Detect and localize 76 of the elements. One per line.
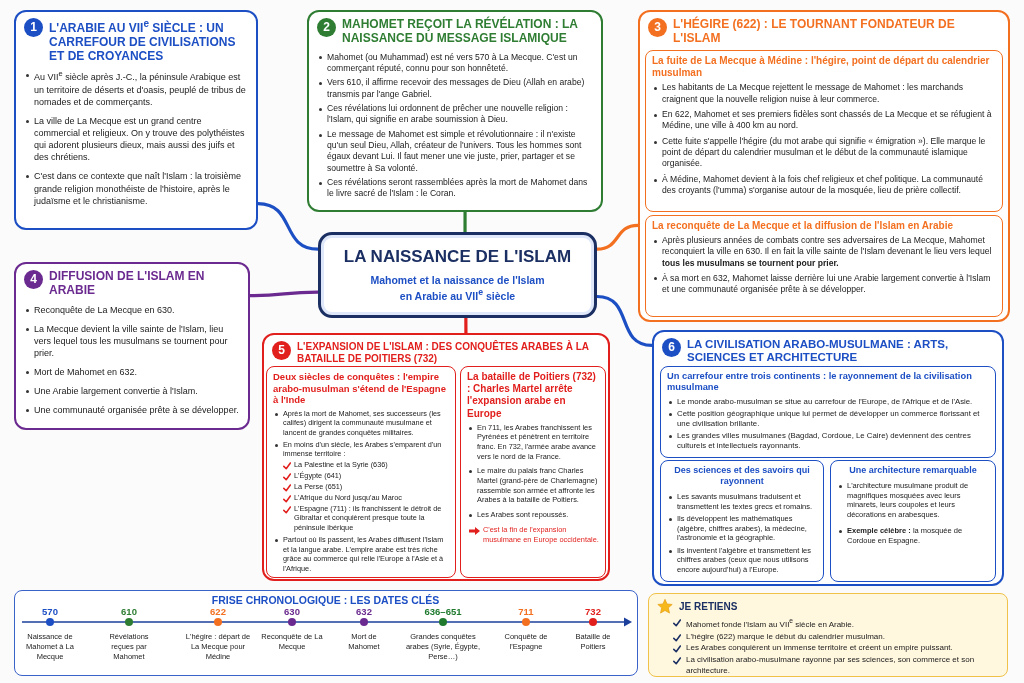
timeline-date: 610: [120, 606, 138, 617]
subsection-heading: Des sciences et des savoirs qui rayonnent: [673, 465, 811, 487]
summary-item: Mahomet fonde l'Islam au VII$^{e}$ siècle en Arabie.: [686, 617, 854, 631]
subsection-box: [830, 460, 996, 582]
section-box: [638, 10, 1010, 322]
section-number: 4: [24, 270, 43, 289]
subsection-heading: Une architecture remarquable: [848, 465, 978, 476]
section-heading: DIFFUSION DE L'ISLAM EN ARABIE: [49, 270, 206, 298]
bullet-text: Les habitants de La Mecque rejettent le message de Mahomet : les marchands craignent que la nouvelle religion nuise à leur commerce.: [652, 82, 996, 105]
section-number: 3: [648, 18, 667, 37]
bullet-text: À Médine, Mahomet devient à la fois chef religieux et chef politique. La communauté des croyants (l'umma) s'organise autour de la mosquée, lieu de prière collectif.: [652, 174, 996, 197]
subsection-box: [645, 215, 1003, 317]
connector-line: [595, 294, 654, 347]
timeline-date: 570: [41, 606, 59, 617]
bullet-text: Cette fuite s'appelle l'hégire (du mot arabe qui signifie « émigration »). Elle marque le point de départ du calendrier musulman et le début de la communauté islamique organisée.: [652, 136, 996, 170]
timeline-date: 711: [517, 606, 535, 617]
bullet-text: Ces révélations seront rassemblées après la mort de Mahomet dans le livre sacré de l'Islam : le Coran.: [317, 177, 593, 200]
section-box: [307, 10, 603, 212]
subtitle: Mahomet et la naissance de l'Islam en Arabie au VII$^{e}$ siècle: [369, 273, 546, 303]
timeline-title: FRISE CHRONOLOGIQUE : LES DATES CLÉS: [210, 594, 441, 606]
timeline-date: 636–651: [423, 606, 463, 617]
timeline-date: 622: [209, 606, 227, 617]
subsection-heading: La bataille de Poitiers (732) : Charles Martel arrête l'expansion arabe en Europe: [467, 371, 597, 420]
connector-line: [595, 223, 640, 251]
section-number: 6: [662, 338, 681, 357]
bullet-text: Le message de Mahomet est simple et révolutionnaire : il n'existe qu'un seul Dieu, Allah, créateur de l'univers. Tous les hommes sont égaux devant Lui. Il faut mener une vie juste, prier, partager et se soumettre à Sa volonté.: [317, 129, 593, 174]
bullet-text: À sa mort en 632, Mahomet laisse derrière lui une Arabie largement convertie à l'Islam et une communauté organisée prête à se développer.: [652, 272, 996, 296]
section-box: [652, 330, 1004, 586]
bullet-text: En 622, Mahomet et ses premiers fidèles sont chassés de La Mecque et se réfugient à Médine, une ville à 400 km au nord.: [652, 109, 996, 132]
summary-item: L'hégire (622) marque le début du calendrier musulman.: [686, 631, 885, 642]
section-number: 1: [24, 18, 43, 37]
summary-item: Les Arabes conquièrent un immense territoire et créent un empire puissant.: [686, 643, 953, 654]
subsection-box: [645, 50, 1003, 212]
title-box: [318, 232, 597, 318]
subsection-box: [266, 366, 456, 578]
section-heading: L'EXPANSION DE L'ISLAM : DES CONQUÊTES ARABES À LA BATAILLE DE POITIERS (732): [297, 341, 590, 364]
bullet-text: La Mecque devient la ville sainte de l'Islam, lieu vers lequel tous les musulmans se tournent pour prier.: [24, 322, 240, 360]
bullet-text: La ville de La Mecque est un grand centre commercial et religieux. On y trouve des polythéistes qui adorent plusieurs dieux, mais aussi des juifs et des chrétiens.: [24, 114, 248, 164]
bullet-text: Au VII$^{e}$ siècle après J.-C., la péninsule Arabique est un territoire de déserts et d'oasis, peuplé de tribus de nomades et de commerçants.: [24, 69, 248, 108]
section-box: [262, 333, 610, 581]
summary-box: [648, 593, 1008, 677]
subsection-box: [460, 366, 606, 578]
bullet-text: Une Arabie largement convertie à l'Islam.: [24, 385, 240, 398]
subsection-box: [660, 366, 996, 458]
subsection-heading: Un carrefour entre trois continents : le rayonnement de la civilisation musulmane: [667, 371, 973, 394]
bullet-text: C'est dans ce contexte que naît l'Islam : la troisième grande religion monothéiste de l'histoire, après le judaïsme et le christianisme.: [24, 170, 248, 207]
section-heading: L'ARABIE AU VII$^{e}$ SIÈCLE : UN CARREFOUR DE CIVILISATIONS ET DE CROYANCES: [49, 18, 237, 64]
section-box: [14, 262, 250, 430]
timeline-date: 630: [283, 606, 301, 617]
section-number: 5: [272, 341, 291, 360]
bullet-text: Après plusieurs années de combats contre ses adversaires de La Mecque, Mahomet reconquiert la ville en 630. Il en fait la ville sainte de l'Islam devenant le lieu vers lequel tous les musulmans se tournent pour prier.: [652, 235, 996, 269]
connector-line: [463, 210, 467, 234]
timeline-date: 732: [584, 606, 602, 617]
subsection-heading: La reconquête de La Mecque et la diffusion de l'Islam en Arabie: [652, 220, 954, 233]
bullet-text: Vers 610, il affirme recevoir des messages de Dieu (Allah en arabe) transmis par l'ange Gabriel.: [317, 77, 593, 100]
summary-item: La civilisation arabo-musulmane rayonne par ses sciences, son commerce et son architecture.: [686, 655, 976, 677]
connector-line: [464, 316, 468, 335]
section-box: [14, 10, 258, 230]
section-heading: L'HÉGIRE (622) : LE TOURNANT FONDATEUR DE L'ISLAM: [673, 18, 956, 46]
summary-heading: JE RETIENS: [679, 601, 738, 612]
subsection-box: [660, 460, 824, 582]
bullet-text: Mahomet (ou Muhammad) est né vers 570 à La Mecque. C'est un commerçant réputé, connu pour son honnêteté.: [317, 51, 593, 74]
subsection-heading: La fuite de La Mecque à Médine : l'hégire, point de départ du calendrier musulman: [652, 55, 991, 80]
bullet-text: Mort de Mahomet en 632.: [24, 366, 240, 379]
timeline-date: 632: [355, 606, 373, 617]
section-heading: LA CIVILISATION ARABO-MUSULMANE : ARTS, SCIENCES ET ARCHITECTURE: [687, 338, 950, 365]
connector-line: [256, 202, 320, 251]
subsection-heading: Deux siècles de conquêtes : l'empire arabo-musulman s'étend de l'Espagne à l'Inde: [273, 371, 447, 406]
timeline-box: [14, 590, 638, 676]
section-heading: MAHOMET REÇOIT LA RÉVÉLATION : LA NAISSANCE DU MESSAGE ISLAMIQUE: [342, 18, 579, 46]
section-number: 2: [317, 18, 336, 37]
bullet-text: Reconquête de La Mecque en 630.: [24, 303, 240, 316]
main-title: LA NAISSANCE DE L'ISLAM: [343, 247, 572, 268]
connector-line: [248, 290, 320, 298]
bullet-text: Ces révélations lui ordonnent de prêcher une nouvelle religion : l'Islam, qui signifie en arabe soumission à Dieu.: [317, 103, 593, 126]
bullet-text: Une communauté organisée prête à se développer.: [24, 404, 240, 417]
